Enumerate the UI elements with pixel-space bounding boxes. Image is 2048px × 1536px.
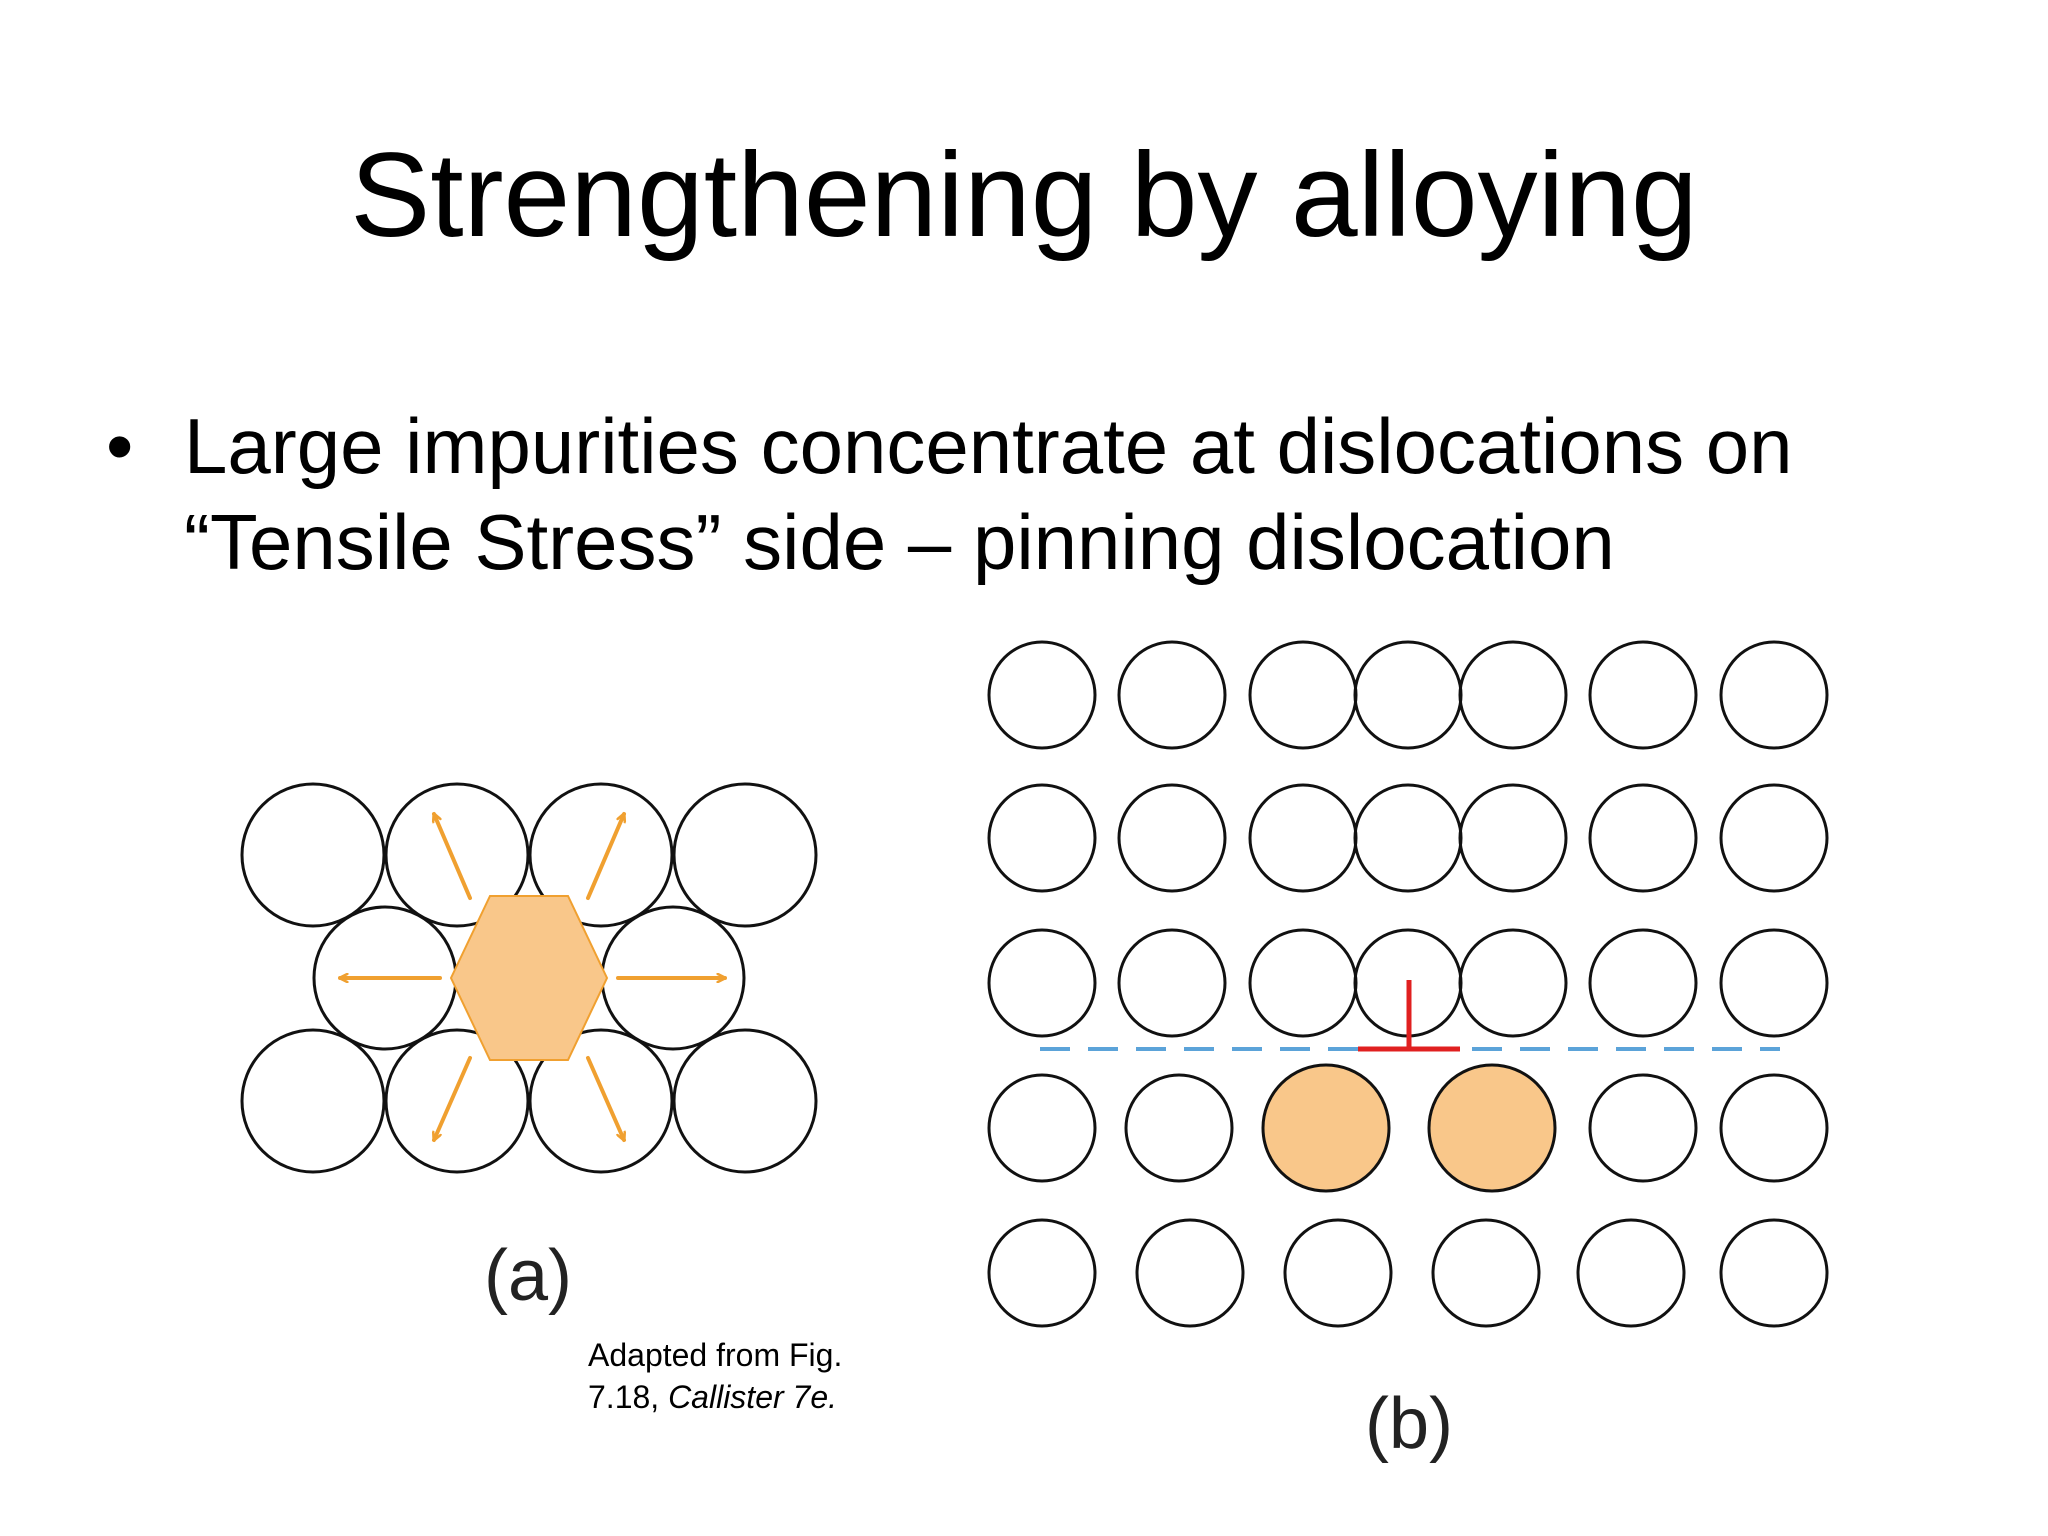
host-atom [1588,783,1698,893]
slide-title: Strengthening by alloying [350,128,1698,262]
host-atom [1588,640,1698,750]
caption-line-1: Adapted from Fig. [588,1337,843,1373]
host-atom [1117,928,1227,1038]
figure-b: (b) [987,640,1829,1464]
figure-b-label: (b) [1365,1384,1453,1464]
host-atom [1458,640,1568,750]
host-atom [987,640,1097,750]
host-atom [240,782,386,928]
caption-figure-number: 7.18, [588,1379,669,1415]
host-atom [1719,928,1829,1038]
figure-a-atoms [240,782,818,1174]
host-atom [1283,1218,1393,1328]
host-atom [1458,928,1568,1038]
arrow-icon [434,814,472,900]
host-atom [240,1028,386,1174]
arrow-icon [586,814,624,900]
arrow-icon [586,1056,624,1140]
host-atom [1719,1218,1829,1328]
host-atom [987,928,1097,1038]
host-atom [1353,783,1463,893]
host-atom [1588,928,1698,1038]
host-atom [672,1028,818,1174]
host-atom [987,1218,1097,1328]
bullet-line-2: “Tensile Stress” side – pinning dislocat… [184,498,1615,586]
figure-a-label: (a) [484,1236,572,1316]
host-atom [1431,1218,1541,1328]
impurity-atom-large [449,895,609,1061]
host-atom [1588,1073,1698,1183]
host-atom [1248,928,1358,1038]
bullet-text: Large impurities concentrate at dislocat… [184,398,1984,590]
impurity-atom-large [1427,1063,1557,1193]
host-atom [1576,1218,1686,1328]
host-atom [1353,640,1463,750]
host-atom [1117,640,1227,750]
host-atom [384,782,530,928]
host-atom [1117,783,1227,893]
caption-source-title: Callister 7e. [668,1379,838,1415]
host-atom [1719,783,1829,893]
host-atom [987,1073,1097,1183]
caption-line-2: 7.18, Callister 7e. [588,1376,842,1418]
host-atom [1124,1073,1234,1183]
host-atom [528,782,674,928]
host-atom [1458,783,1568,893]
host-atom [1135,1218,1245,1328]
bullet-line-1: Large impurities concentrate at dislocat… [184,402,1793,490]
host-atom [672,782,818,928]
host-atom [528,1028,674,1174]
host-atom [1248,640,1358,750]
host-atom [1248,783,1358,893]
host-atom [384,1028,530,1174]
impurity-atom-large [1261,1063,1391,1193]
arrow-icon [434,1056,472,1140]
figure-b-atoms [987,640,1829,1328]
strain-arrows [338,814,727,1140]
bullet-dot-icon: • [106,402,134,490]
figure-a: (a) [240,782,818,1316]
edge-dislocation-symbol [1358,980,1460,1052]
host-atom [1719,1073,1829,1183]
figure-caption: Adapted from Fig. 7.18, Callister 7e. [588,1334,842,1418]
host-atom [1719,640,1829,750]
host-atom [987,783,1097,893]
